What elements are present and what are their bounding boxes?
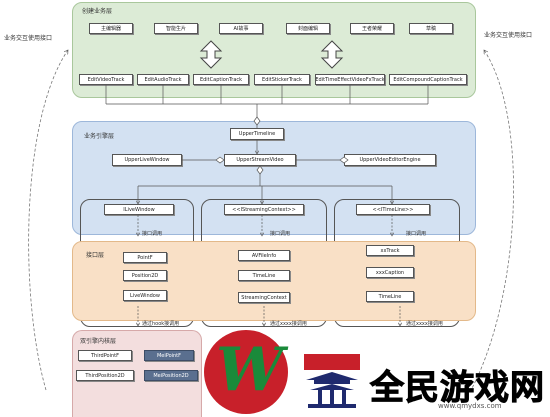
track-box-sticker: EditStickerTrack [254,74,310,85]
double-arrow-icon [199,40,223,69]
track-box-audio: EditAudioTrack [137,74,189,85]
third-position2d-box: ThirdPosition2D [76,370,134,381]
right-side-label: 业务交互使用接口 [484,32,533,39]
track-box-time-effect: EditTimeEffectVideoFxTrack [315,74,385,85]
streaming-context-box: StreamingContext [238,292,290,303]
position2d-box: Position2D [123,270,167,281]
bottom-call-label-right: 通过xxxx接调用 [406,321,443,327]
top-box-main-editor: 主编辑器 [89,23,133,34]
top-box-smart-film: 智能生片 [154,23,198,34]
track-box-video: EditVideoTrack [79,74,133,85]
xxtrack-box: xxTrack [366,245,414,256]
xxxcaption-box: xxxCaption [366,267,414,278]
timeline-box-middle: TimeLine [238,270,290,281]
track-box-compound-caption: EditCompoundCaptionTrack [389,74,467,85]
upper-timeline-box: UpperTimeline [230,128,284,140]
engine-layer [72,121,476,235]
upper-live-window-box: UpperLiveWindow [112,154,182,166]
mei-pointf-box: MeiPointF [144,350,194,361]
left-dashed-arrow [28,50,68,391]
dual-engine-layer-title: 双引擎内核层 [80,338,117,345]
mei-position2d-box: MeiPosition2D [144,370,198,381]
call-label-middle: 接口调用 [270,231,291,237]
bottom-call-label-middle: 通过xxxx接调用 [270,321,307,327]
right-dashed-arrow [469,50,514,393]
call-label-left: 接口调用 [142,231,163,237]
call-label-right: 接口调用 [406,231,427,237]
bottom-call-label-left: 通过hook接调用 [142,321,180,327]
double-arrow-icon-right [320,40,344,69]
top-box-cover-editor: 封面编辑 [286,23,330,34]
engine-layer-title: 业务引擎层 [84,133,115,140]
top-box-honor-of-kings: 王者荣耀 [350,23,394,34]
track-box-caption: EditCaptionTrack [193,74,249,85]
watermark: W 全民游戏网 www.qmydxs.com [202,326,550,417]
diamond-marker [253,116,261,126]
third-pointf-box: ThirdPointF [78,350,132,361]
avfileinfo-box: AVFileInfo [238,250,290,261]
top-box-draft: 草稿 [409,23,453,34]
watermark-title: 全民游戏网 [370,368,545,409]
watermark-logo-w-icon: W [216,335,284,405]
timeline-box-right: TimeLine [366,291,414,302]
pointf-box: PointF [123,252,167,263]
watermark-logo-circle [204,330,288,414]
interface-layer-title: 接口层 [86,252,105,259]
left-side-label: 业务交互使用接口 [4,35,53,42]
creation-layer-title: 创建业务层 [82,8,113,15]
watermark-url: www.qmydxs.com [438,402,502,410]
watermark-temple-icon [300,346,364,412]
top-box-ai-story: AI故事 [219,23,263,34]
livewindow-box: LiveWindow [123,290,167,301]
